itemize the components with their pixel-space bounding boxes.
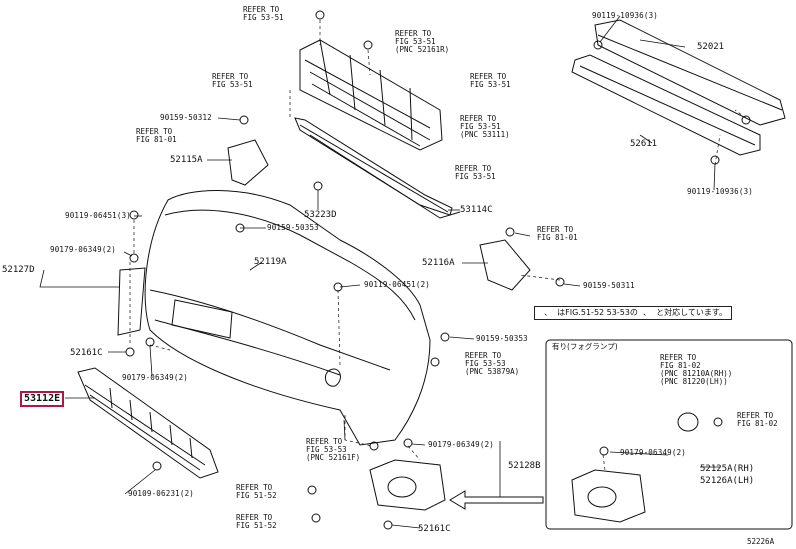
refer-note-2: REFER TO FIG 53-51 (PNC 52161R) <box>395 29 450 54</box>
part-number-label: 90119-10936(3) <box>687 187 754 196</box>
refer-note-9: REFER TO FIG 53-53 (PNC 53879A) <box>465 351 520 376</box>
refer-note-5: REFER TO FIG 53-51 (PNC 53111) <box>460 114 510 139</box>
part-number-label: 52127D <box>2 265 35 275</box>
bumper-cover <box>144 190 431 446</box>
refer-note-13: REFER TO FIG 81-02 (PNC 81210A(RH)) (PNC… <box>660 353 733 386</box>
figure-code: 52226A <box>747 537 775 546</box>
part-number-label: 90179-06349(2) <box>50 245 117 254</box>
part-number-label: 90179-06349(2) <box>122 373 189 382</box>
part-number-label: 52116A <box>422 258 455 268</box>
part-number-label: 90179-06349(2) <box>620 448 687 457</box>
refer-note-10: REFER TO FIG 53-53 (PNC 52161F) <box>306 437 361 462</box>
part-number-label: 90109-06231(2) <box>128 489 195 498</box>
part-number-label: 90119-06451(2) <box>364 280 431 289</box>
refer-note-1: REFER TO FIG 53-51 <box>243 5 284 22</box>
direction-arrow <box>449 490 544 510</box>
part-number-label: 90159-50353 <box>476 334 528 343</box>
part-number-label: 52126A(LH) <box>700 476 755 486</box>
refer-note-6: REFER TO FIG 81-01 <box>136 127 177 144</box>
part-number-label: 90159-50311 <box>583 281 635 290</box>
fog-lamp-cover <box>369 412 699 523</box>
part-number-label: 52119A <box>254 257 287 267</box>
fog-lamp-inset-box <box>545 339 793 530</box>
part-number-label: 53223D <box>304 210 337 220</box>
dashed-assembly-lines <box>129 20 747 471</box>
refer-note-8: REFER TO FIG 81-01 <box>537 225 578 242</box>
energy-absorber <box>571 54 761 156</box>
refer-note-14: REFER TO FIG 81-02 <box>737 411 778 428</box>
part-number-label: 52161C <box>70 348 103 358</box>
radiator-grille-lower <box>294 117 461 219</box>
leader-lines <box>39 15 720 529</box>
refer-note-4: REFER TO FIG 53-51 <box>470 72 511 89</box>
part-number-label: 52115A <box>170 155 203 165</box>
part-number-label: 90119-10936(3) <box>592 11 659 20</box>
refer-note-12: REFER TO FIG 51-52 <box>236 513 277 530</box>
part-number-label: 52128B <box>508 461 541 471</box>
inset-caption: 有り(フォグランプ) <box>552 342 618 351</box>
warning-note: 、 はFIG.51-52 53-53の 、 と対応しています。 <box>534 306 733 320</box>
part-number-label: 90159-50312 <box>160 113 212 122</box>
refer-note-3: REFER TO FIG 53-51 <box>212 72 253 89</box>
part-number-label: 90179-06349(2) <box>428 440 495 449</box>
side-retainer-right <box>479 239 531 291</box>
part-number-label: 90159-50353 <box>267 223 319 232</box>
part-number-label: 90119-06451(3) <box>65 211 132 220</box>
lower-grille <box>77 367 219 479</box>
side-retainer-left <box>117 139 269 336</box>
part-number-label: 52611 <box>630 139 658 149</box>
part-number-label: 52161C <box>418 524 451 534</box>
refer-note-11: REFER TO FIG 51-52 <box>236 483 277 500</box>
part-number-label: 53114C <box>460 205 493 215</box>
refer-note-7: REFER TO FIG 53-51 <box>455 164 496 181</box>
part-number-label: 52021 <box>697 42 725 52</box>
part-number-label: 52125A(RH) <box>700 464 755 474</box>
bumper-reinforcement <box>594 19 786 126</box>
highlighted-part-number[interactable]: 53112E <box>20 391 65 407</box>
radiator-grille-upper <box>299 39 443 151</box>
